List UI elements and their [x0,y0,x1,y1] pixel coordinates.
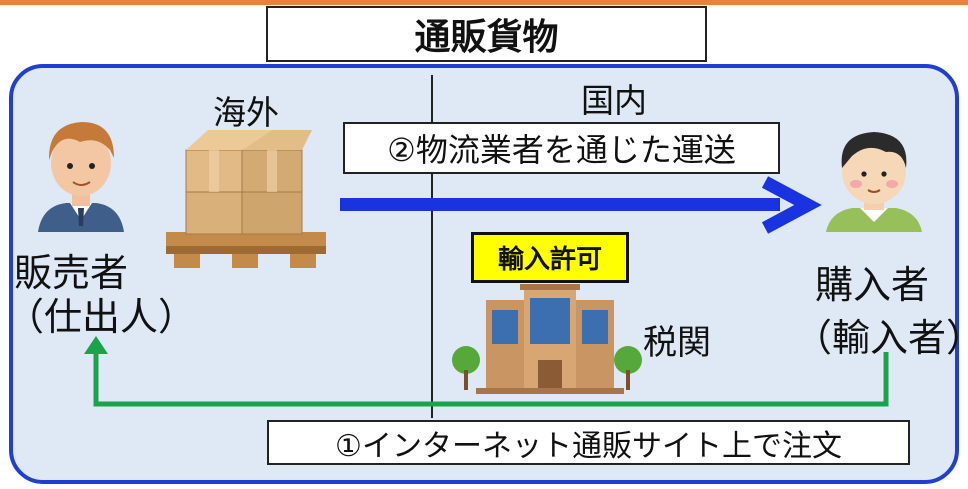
buyer-role-label: （輸入者） [794,316,968,360]
import-permit-badge: 輸入許可 [471,232,629,283]
order-step-label: ①インターネット通販サイト上で注文 [267,420,910,465]
shipping-arrow [340,176,822,234]
region-label-domestic: 国内 [581,81,647,120]
border-divider-line [431,75,433,418]
buyer-label: 購入者 [815,263,930,307]
seller-role-label: （仕出人） [6,295,197,339]
order-arrow [84,336,889,407]
seller-person-icon [38,122,124,232]
seller-label: 販売者 [14,251,129,295]
buyer-person-icon [826,132,922,232]
diagram-title: 通販貨物 [266,6,707,62]
top-accent-band [0,0,968,5]
customs-building-icon [452,284,642,394]
region-label-abroad: 海外 [213,93,279,132]
shipping-step-label: ②物流業者を通じた運送 [343,122,780,174]
cardboard-boxes-on-pallet-icon [166,130,326,268]
customs-label: 税関 [643,323,711,363]
